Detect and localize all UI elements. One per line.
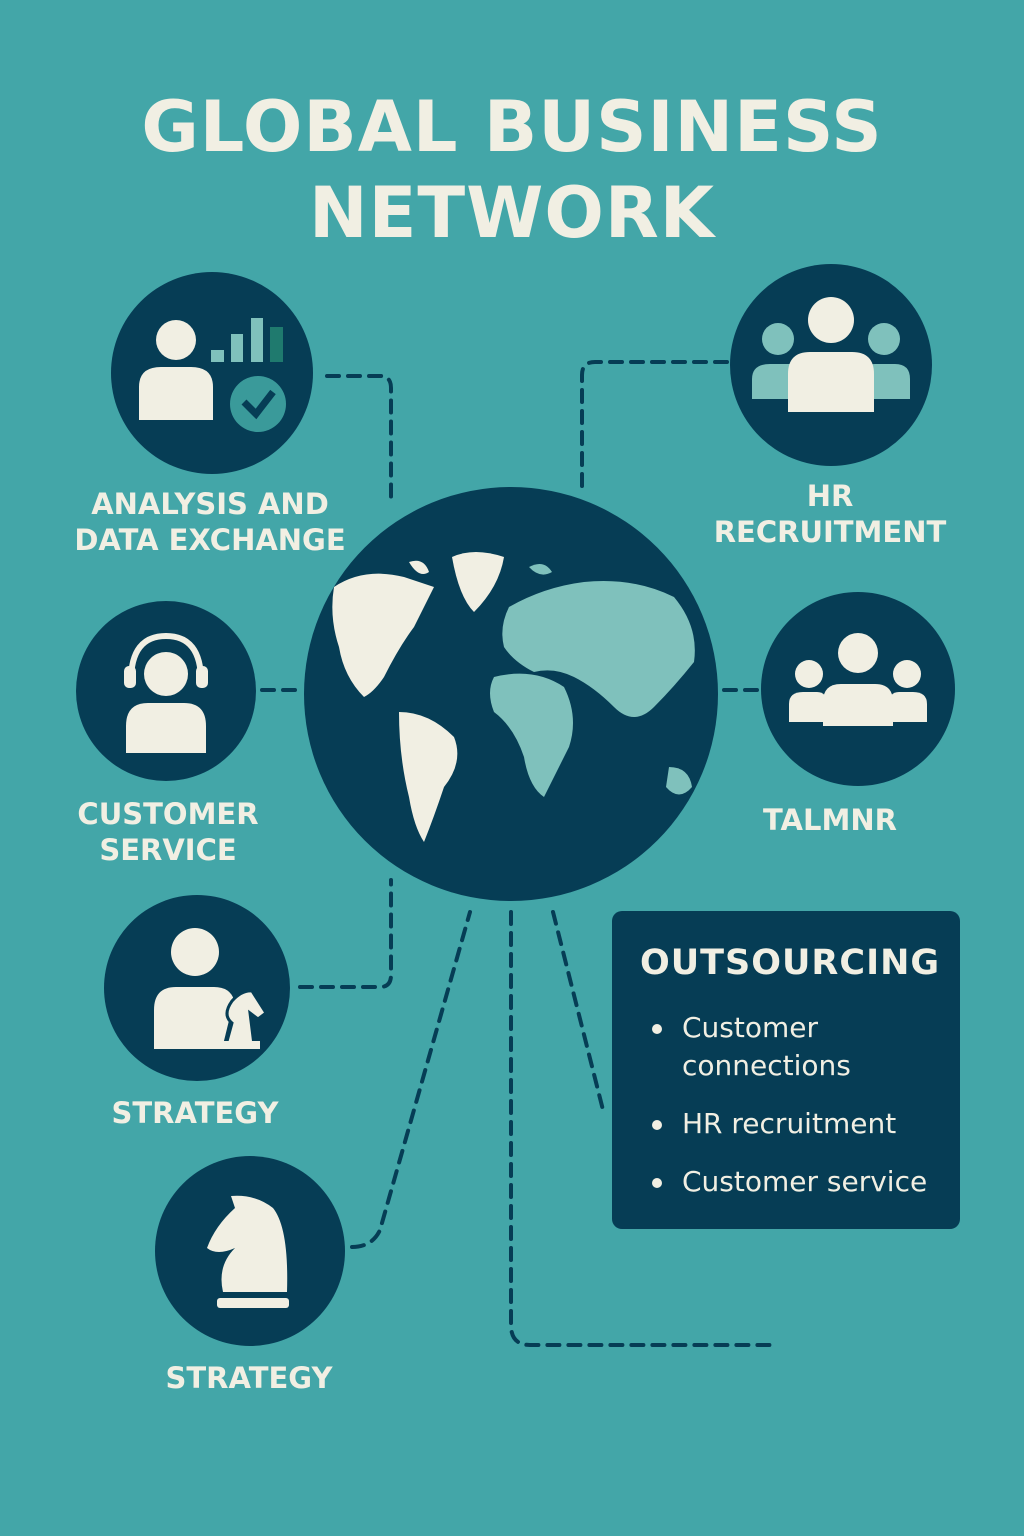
title-line-2: NETWORK [308,172,715,254]
label-line: DATA EXCHANGE [74,523,346,557]
title-line-1: GLOBAL BUSINESS [141,86,883,168]
team-icon [789,633,927,726]
connector-bottom [509,910,777,1347]
chess-knight-icon [207,1195,289,1308]
list-item: Customer connections [652,1009,882,1085]
outsourcing-title: OUTSOURCING [640,943,941,983]
person-chess-knight-icon [154,928,269,1049]
world-map-icon [332,552,695,842]
connector-outsourcing [551,910,605,1112]
page-title: GLOBAL BUSINESS NETWORK [0,84,1024,256]
outsourcing-panel: OUTSOURCING Customer connections HR recr… [612,911,960,1229]
customer-service-label: CUSTOMER SERVICE [18,796,318,868]
hr-recruitment-label: HR RECRUITMENT [680,478,980,550]
label-line: ANALYSIS AND [91,487,329,521]
headset-person-icon [124,632,208,753]
connector-strategy2 [350,910,472,1249]
list-item: Customer service [652,1163,972,1201]
connector-strategy1 [298,878,393,989]
globe [304,487,718,901]
label-line: RECRUITMENT [713,515,947,549]
person-chart-check-icon [139,318,286,432]
connector-hr [580,360,729,492]
label-line: HR [806,479,854,513]
strategy-node-2[interactable] [155,1156,345,1346]
list-item: HR recruitment [652,1105,972,1143]
connector-analysis [325,374,393,507]
strategy-label-1: STRATEGY [111,1096,279,1130]
talent-label: TALMNR [763,803,897,837]
strategy-node-1[interactable] [104,895,290,1081]
customer-service-node[interactable] [76,601,256,781]
hr-recruitment-node[interactable] [730,264,932,466]
outsourcing-list: Customer connections HR recruitment Cust… [652,1009,972,1221]
strategy-label-2: STRATEGY [165,1361,333,1395]
label-line: CUSTOMER [77,797,259,831]
label-line: SERVICE [99,833,237,867]
talent-node[interactable] [761,592,955,786]
analysis-label: ANALYSIS AND DATA EXCHANGE [60,486,360,558]
analysis-node[interactable] [111,272,313,474]
group-icon [752,297,910,412]
